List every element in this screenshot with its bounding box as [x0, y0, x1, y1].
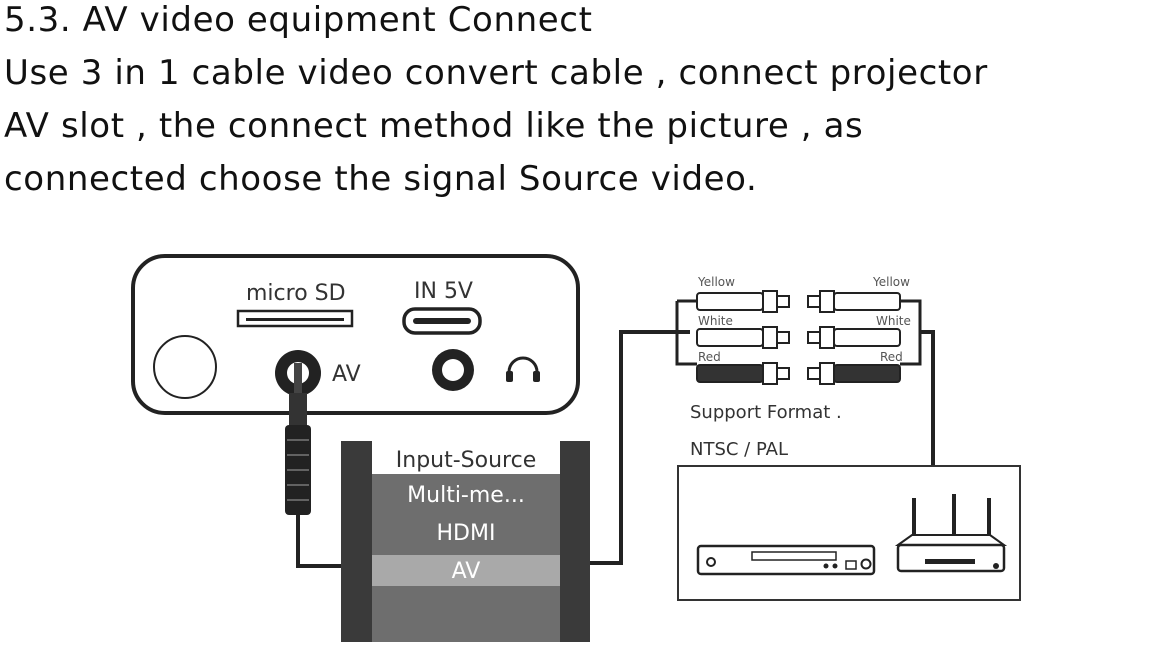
rca-right-white-label: White: [876, 314, 911, 328]
menu-title: Input-Source: [396, 448, 536, 473]
rca-right-red-label: Red: [880, 350, 903, 364]
rca-left-yellow-label: Yellow: [697, 275, 735, 289]
headphones-icon: [506, 356, 540, 382]
in5v-label: IN 5V: [414, 279, 473, 304]
micro-sd-label: micro SD: [246, 281, 346, 306]
devices-box: [677, 465, 1021, 601]
menu-item-hdmi: HDMI: [437, 521, 496, 546]
input-source-menu: Input-Source Multi-me... HDMI AV: [341, 441, 590, 642]
body-line-1: Use 3 in 1 cable video convert cable , c…: [4, 53, 988, 93]
rca-cable-left: [590, 330, 690, 565]
lens-icon: [153, 335, 217, 399]
support-format-label: Support Format .: [690, 402, 842, 423]
rca-cable-right: [920, 330, 935, 468]
menu-item-av: AV: [452, 559, 481, 584]
dvd-player-icon: [696, 544, 876, 576]
body-line-2: AV slot , the connect method like the pi…: [4, 106, 864, 146]
av-cable: [285, 363, 342, 568]
menu-selected-highlight: [372, 555, 560, 586]
rca-plugs-left: Yellow White Red: [696, 275, 790, 385]
rca-left-white-label: White: [698, 314, 733, 328]
router-icon: [894, 494, 1008, 573]
menu-item-multimedia: Multi-me...: [407, 483, 525, 508]
body-line-3: connected choose the signal Source video…: [4, 159, 758, 199]
formats-label: NTSC / PAL: [690, 439, 788, 460]
rca-left-red-label: Red: [698, 350, 721, 364]
rca-right-yellow-label: Yellow: [872, 275, 910, 289]
section-heading: 5.3. AV video equipment Connect: [4, 0, 593, 40]
av-label: AV: [332, 362, 361, 387]
projector-panel: micro SD IN 5V AV: [131, 254, 580, 415]
rca-plugs-right: Yellow White Red: [807, 275, 911, 385]
